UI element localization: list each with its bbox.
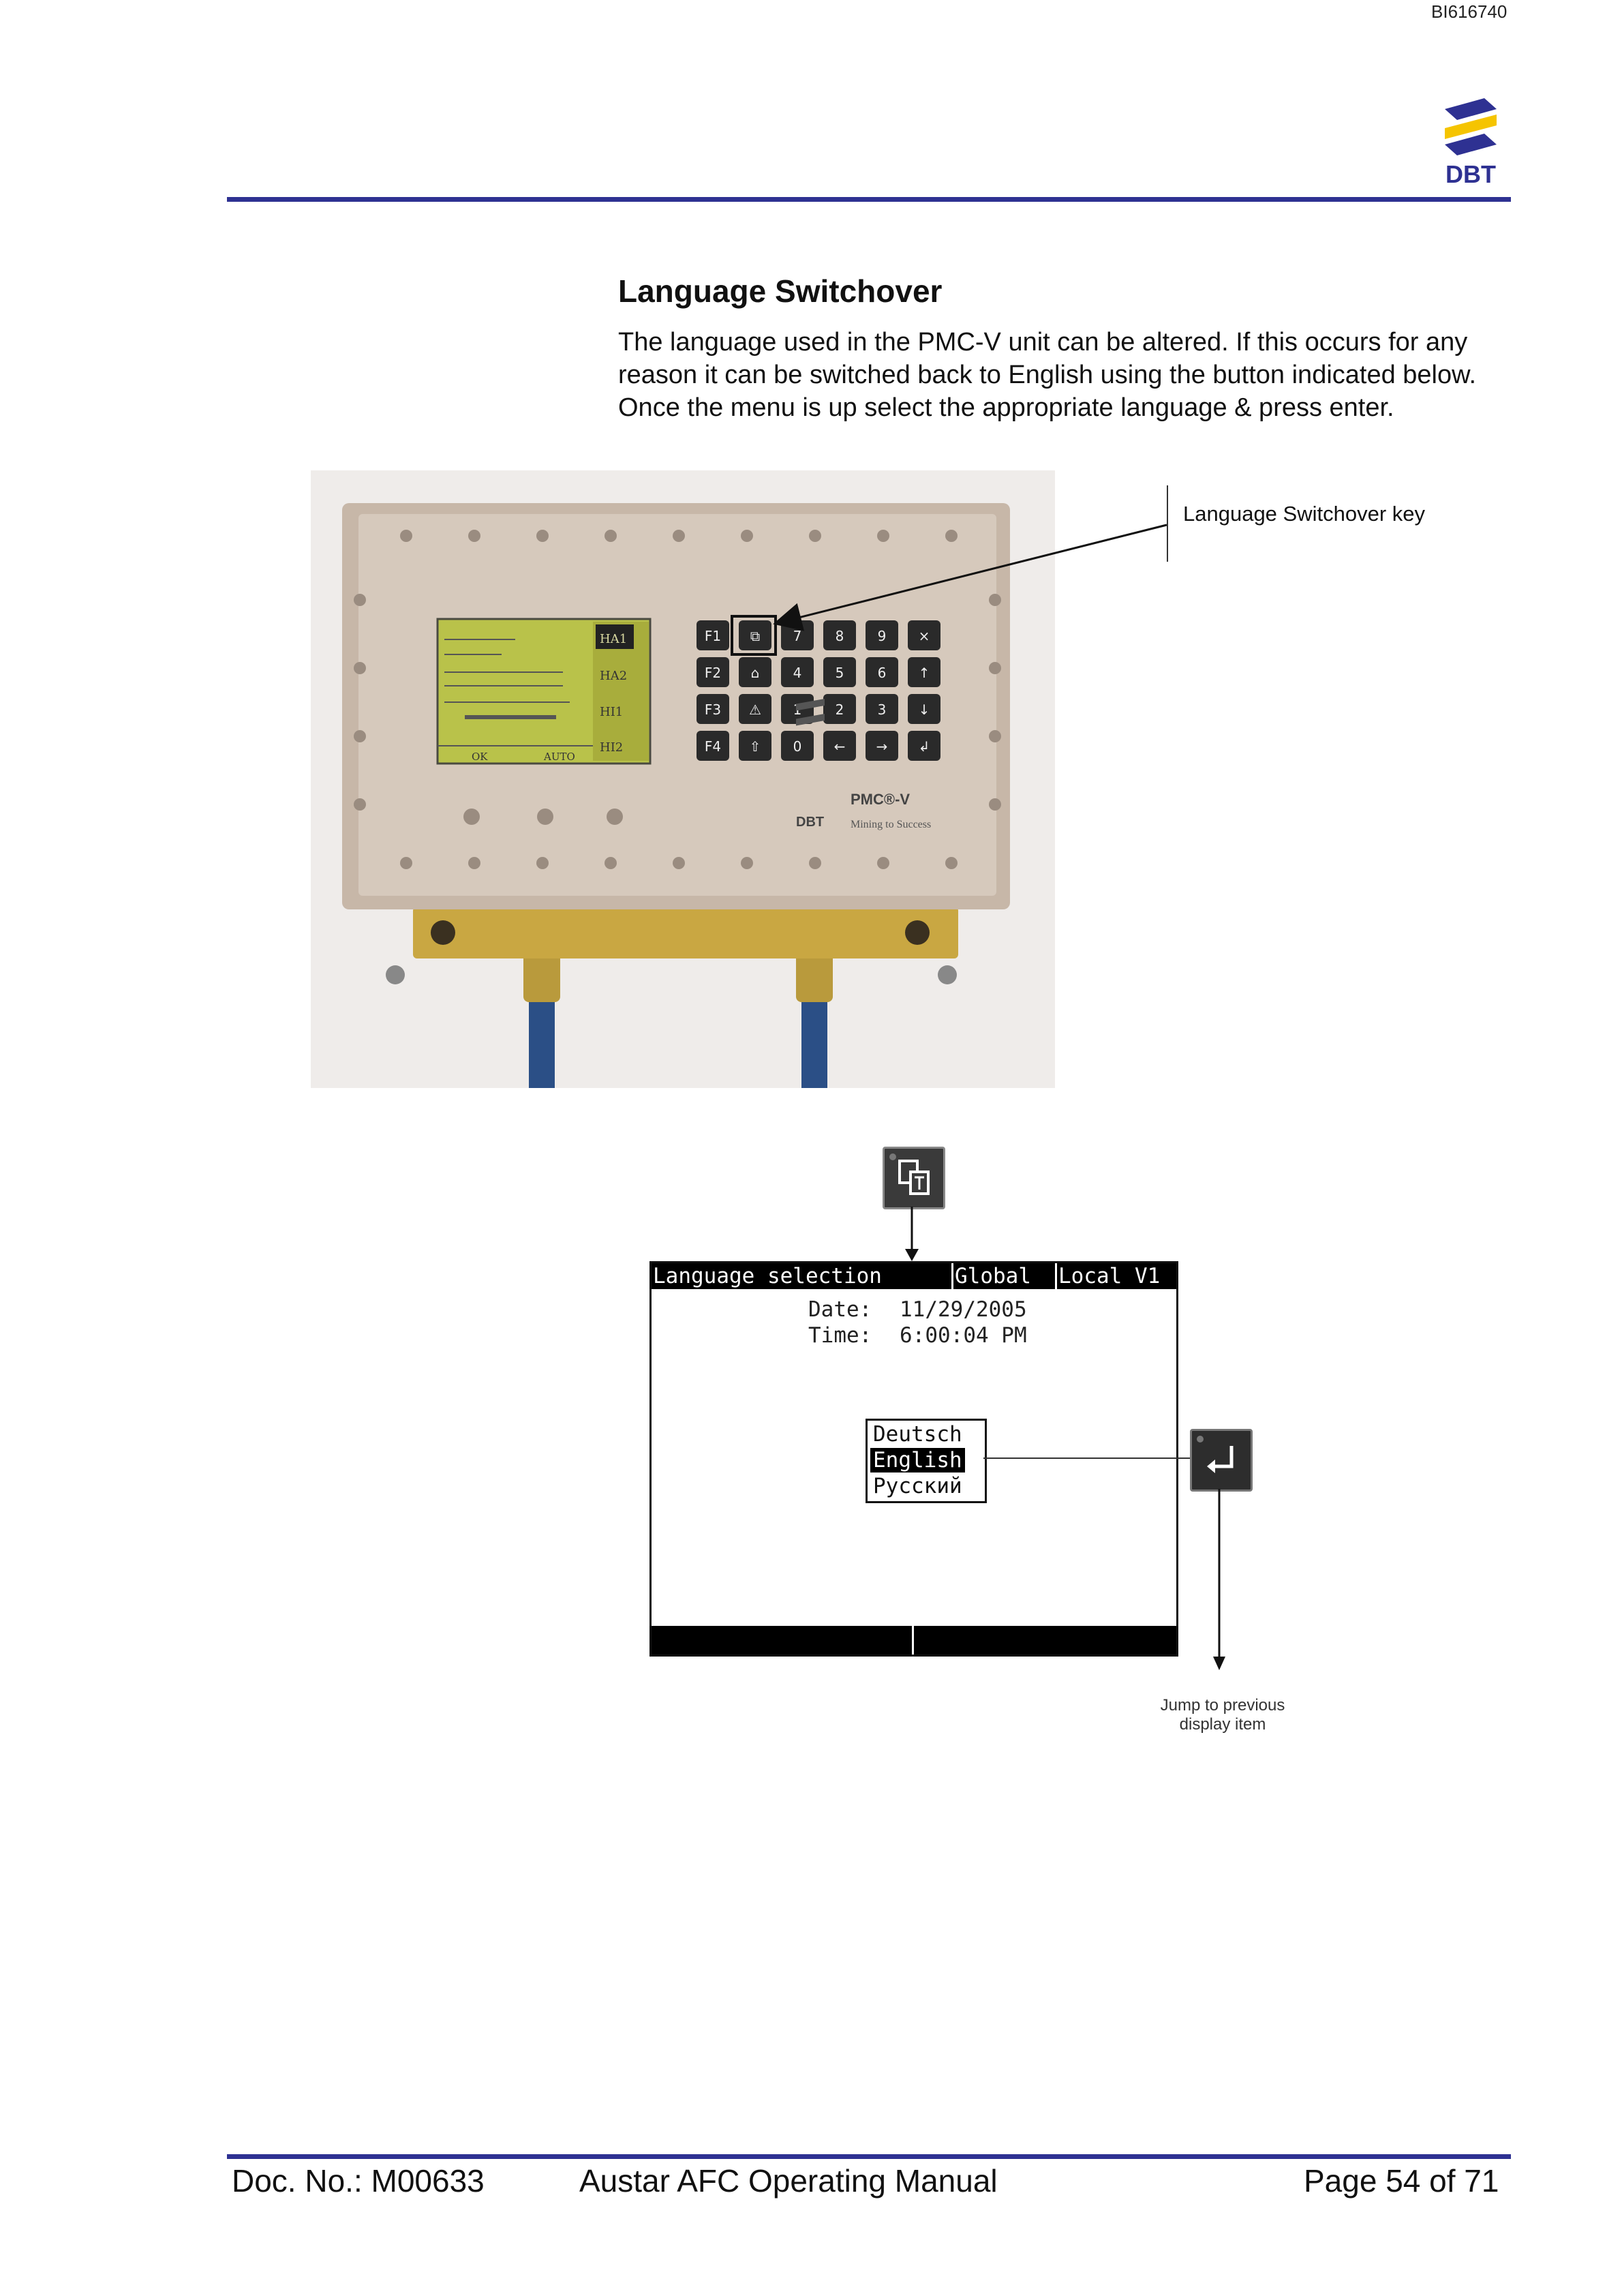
time-value: 6:00:04 PM bbox=[900, 1323, 1027, 1348]
device-brand: DBT bbox=[796, 815, 824, 830]
keypad-key[interactable] bbox=[697, 620, 729, 650]
pmc-v-device-illustration: HA1 HA2 HI1 HI2 OK AUTO F1 ⧉ 7 8 9 × F2 ⌂ 4 5 6 ↑ F3… bbox=[342, 503, 1010, 1091]
keypad-key[interactable] bbox=[739, 731, 771, 761]
keypad-key-label: F3 bbox=[705, 701, 721, 718]
option-deutsch[interactable]: Deutsch bbox=[873, 1422, 962, 1447]
keypad-key-label: 3 bbox=[878, 701, 887, 718]
keypad-key-label: ⌂ bbox=[751, 665, 760, 681]
keypad-key[interactable] bbox=[908, 657, 940, 687]
keypad-key[interactable] bbox=[866, 731, 898, 761]
keypad-key[interactable] bbox=[908, 731, 940, 761]
header-rule bbox=[227, 197, 1511, 202]
date-value: 11/29/2005 bbox=[900, 1297, 1027, 1322]
keypad-key[interactable] bbox=[781, 731, 814, 761]
keypad-key-label: ← bbox=[834, 738, 846, 755]
keypad-key[interactable] bbox=[908, 620, 940, 650]
time-label: Time: bbox=[808, 1323, 872, 1348]
footer-page-number: Page 54 of 71 bbox=[1304, 2163, 1499, 2199]
device-keypad: F1⧉789×F2⌂456↑F3⚠123↓F4⇧0←→↲ bbox=[697, 620, 940, 761]
option-english[interactable]: English bbox=[870, 1448, 965, 1472]
date-label: Date: bbox=[808, 1297, 872, 1322]
document-code: BI616740 bbox=[1431, 1, 1508, 22]
screen-tab-ha1: HA1 bbox=[600, 632, 627, 646]
keypad-key-label: ↲ bbox=[919, 738, 930, 755]
device-slogan: Mining to Success bbox=[851, 819, 931, 830]
keypad-key[interactable] bbox=[823, 731, 856, 761]
keypad-key[interactable] bbox=[739, 694, 771, 724]
screen-title: Language selection bbox=[653, 1264, 882, 1288]
keypad-key[interactable] bbox=[866, 657, 898, 687]
keypad-key-label: 2 bbox=[836, 701, 844, 718]
tab-global[interactable]: Global bbox=[951, 1263, 1031, 1289]
section-heading: Language Switchover bbox=[618, 273, 943, 309]
keypad-key[interactable] bbox=[908, 694, 940, 724]
keypad-key-label: 8 bbox=[836, 628, 844, 644]
keypad-key[interactable] bbox=[739, 620, 771, 650]
enter-key-icon[interactable] bbox=[1190, 1429, 1253, 1492]
keypad-key[interactable] bbox=[697, 731, 729, 761]
down-arrow-icon bbox=[905, 1207, 919, 1261]
screen-tab-hi1: HI1 bbox=[600, 705, 623, 719]
footer-title: Austar AFC Operating Manual bbox=[579, 2163, 998, 2199]
keypad-key-label: 4 bbox=[793, 665, 802, 681]
keypad-key-label: 9 bbox=[878, 628, 887, 644]
connector-line bbox=[983, 1457, 1191, 1459]
device-photo: HA1 HA2 HI1 HI2 OK AUTO F1 ⧉ 7 8 9 × F2 ⌂ 4 5 6 ↑ F3… bbox=[311, 470, 1055, 1091]
keypad-key-label: F2 bbox=[705, 665, 721, 681]
footer-rule bbox=[227, 2154, 1511, 2159]
callout-label: Language Switchover key bbox=[1183, 502, 1426, 526]
keypad-key[interactable] bbox=[739, 657, 771, 687]
screen-button-auto: AUTO bbox=[543, 751, 575, 763]
language-menu: Deutsch English Русский bbox=[866, 1419, 987, 1503]
tab-local[interactable]: Local V1 bbox=[1055, 1263, 1160, 1289]
dbt-logo: DBT bbox=[1445, 98, 1497, 188]
keypad-key[interactable] bbox=[697, 657, 729, 687]
keypad-key[interactable] bbox=[866, 620, 898, 650]
callout-bracket bbox=[1167, 485, 1168, 562]
keypad-key-label: ⚠ bbox=[749, 701, 761, 718]
keypad-key-label: ↑ bbox=[919, 665, 930, 681]
keypad-key-label: → bbox=[876, 738, 888, 755]
screen-tab-hi2: HI2 bbox=[600, 740, 623, 755]
jump-note: Jump to previous display item bbox=[1160, 1696, 1285, 1734]
keypad-key-label: ⧉ bbox=[750, 628, 760, 644]
keypad-key[interactable] bbox=[781, 657, 814, 687]
keypad-key-label: F1 bbox=[705, 628, 721, 644]
callout-arrow bbox=[773, 524, 1167, 631]
screen-header: Language selection Global Local V1 bbox=[652, 1263, 1176, 1289]
option-russian[interactable]: Русский bbox=[873, 1474, 962, 1498]
language-selection-screen: Language selection Global Local V1 Date:… bbox=[649, 1261, 1178, 1657]
keypad-key-label: 0 bbox=[793, 738, 802, 755]
keypad-key-label: ↓ bbox=[919, 701, 930, 718]
keypad-key-label: 7 bbox=[793, 628, 802, 644]
down-arrow-icon bbox=[1213, 1489, 1225, 1670]
keypad-key[interactable] bbox=[823, 657, 856, 687]
section-body: The language used in the PMC-V unit can … bbox=[618, 328, 1477, 422]
screen-button-ok: OK bbox=[472, 751, 488, 763]
language-key-icon[interactable] bbox=[883, 1147, 945, 1209]
footer-doc-number: Doc. No.: M00633 bbox=[232, 2163, 485, 2199]
keypad-key-label: 5 bbox=[836, 665, 844, 681]
logo-text: DBT bbox=[1445, 160, 1496, 188]
keypad-key[interactable] bbox=[823, 620, 856, 650]
screen-footer bbox=[652, 1626, 1176, 1655]
keypad-key[interactable] bbox=[823, 694, 856, 724]
keypad-key[interactable] bbox=[866, 694, 898, 724]
keypad-key[interactable] bbox=[697, 694, 729, 724]
device-model: PMC®-V bbox=[851, 791, 910, 808]
screen-tab-ha2: HA2 bbox=[600, 669, 627, 683]
keypad-key-label: ⇧ bbox=[750, 738, 761, 755]
keypad-key-label: × bbox=[919, 628, 930, 644]
keypad-key-label: 6 bbox=[878, 665, 887, 681]
keypad-key-label: F4 bbox=[705, 738, 721, 755]
